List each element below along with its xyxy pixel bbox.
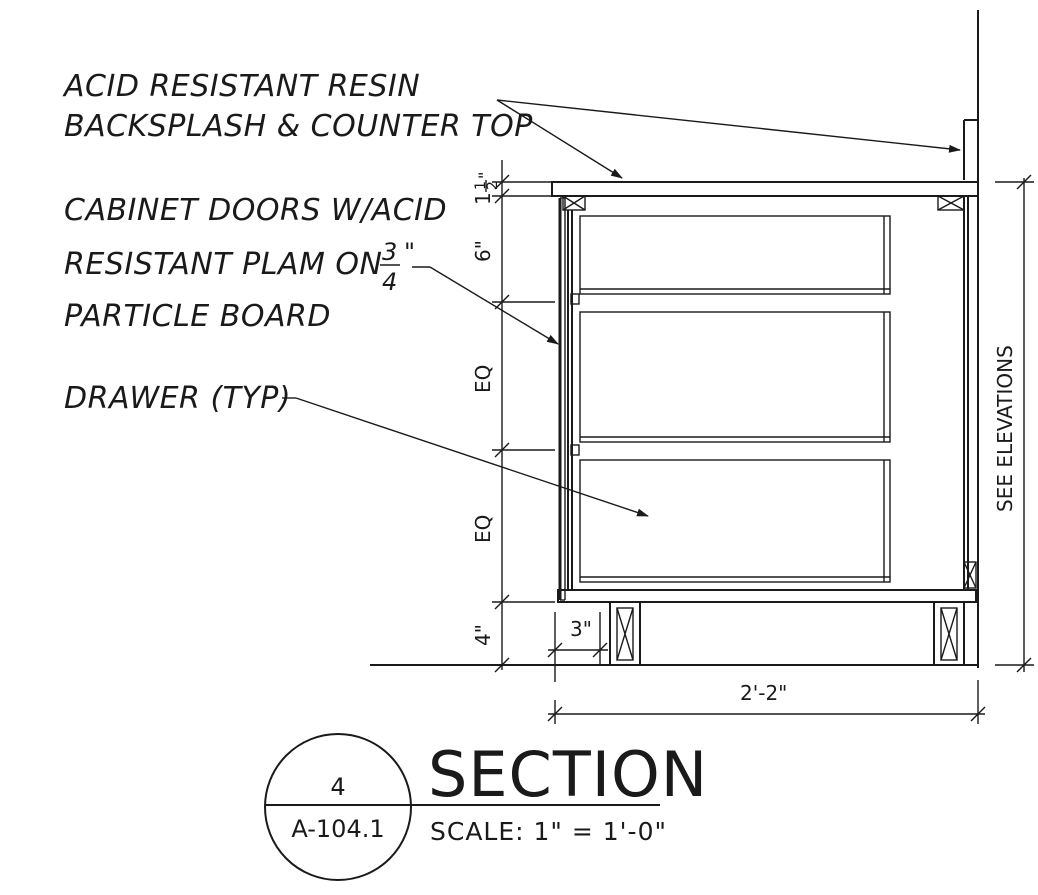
drawer-pull-1	[570, 293, 580, 305]
note-doors-fraction-num: 3	[382, 238, 398, 266]
door-fronts	[558, 197, 566, 601]
section-title-bubble	[264, 733, 660, 881]
dim-cabinet-depth: 2'-2"	[740, 681, 787, 705]
note-doors-fraction-den: 4	[382, 268, 398, 296]
section-title: SECTION	[428, 738, 708, 811]
dim-middle-drawer: EQ	[471, 365, 495, 393]
leader-doors	[412, 266, 559, 345]
sheet-number: A-104.1	[291, 815, 384, 843]
dim-top-thickness-whole: 1	[471, 192, 495, 205]
dim-toe-kick-height: 4"	[471, 624, 495, 646]
dim-top-thickness-den: 2	[485, 181, 501, 190]
height-dimension	[995, 174, 1034, 673]
detail-number: 4	[330, 773, 345, 801]
dim-top-thickness-num: 1	[473, 181, 489, 190]
drawer-box-bottom	[579, 459, 891, 583]
depth-dimension	[547, 680, 986, 724]
counter-blocking-front	[562, 195, 586, 211]
note-doors-line2: RESISTANT PLAM ON	[64, 247, 382, 282]
drawer-box-middle	[579, 311, 891, 443]
note-doors-fraction-unit: "	[404, 238, 416, 266]
scale-label: SCALE: 1" = 1'-0"	[430, 817, 667, 846]
toe-kick-depth-dimension	[547, 612, 608, 682]
drawer-pull-2	[570, 444, 580, 456]
dim-see-elevations: SEE ELEVATIONS	[993, 345, 1017, 512]
cabinet-bottom	[557, 589, 977, 603]
toe-kick-front	[609, 601, 641, 666]
vertical-dimension-string	[492, 160, 555, 673]
drawer-box-top	[579, 215, 891, 295]
countertop	[551, 181, 979, 197]
note-doors-line3: PARTICLE BOARD	[64, 299, 331, 334]
dim-top-thickness-unit: "	[475, 172, 494, 179]
note-countertop-line1: ACID RESISTANT RESIN	[62, 69, 420, 104]
note-countertop-line2: BACKSPLASH & COUNTER TOP	[64, 109, 533, 144]
dim-toe-kick-depth: 3"	[570, 617, 592, 641]
counter-blocking-back	[937, 195, 965, 211]
leader-countertop	[496, 99, 961, 179]
leader-drawer	[282, 397, 649, 517]
toe-kick-back	[933, 601, 965, 666]
dim-top-drawer: 6"	[471, 240, 495, 262]
cabinet-body	[567, 196, 977, 590]
note-doors-line1: CABINET DOORS W/ACID	[64, 193, 447, 228]
dim-bottom-drawer: EQ	[471, 515, 495, 543]
note-drawer: DRAWER (TYP)	[64, 381, 291, 416]
wall	[963, 10, 979, 668]
